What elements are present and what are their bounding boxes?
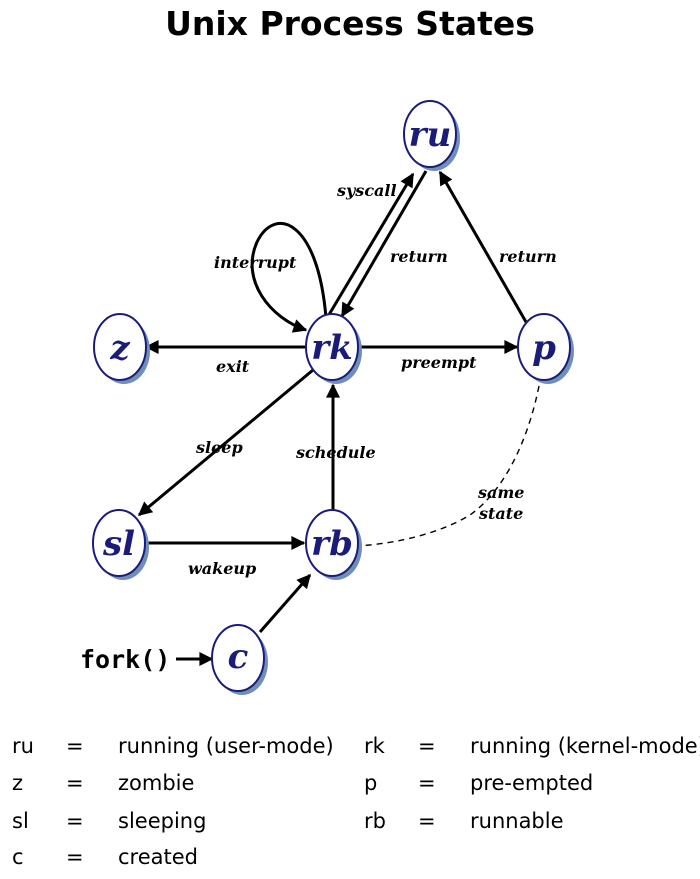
legend-eq-p: =: [418, 771, 436, 795]
edge-return-p: [438, 170, 528, 323]
label-return-p: return: [499, 247, 557, 266]
label-exit: exit: [216, 357, 250, 376]
node-label-c: c: [228, 637, 249, 677]
legend-abbr-rb: rb: [364, 809, 386, 833]
label-state: state: [478, 504, 523, 523]
edge-syscall: [325, 172, 415, 319]
edges: [137, 170, 540, 666]
label-fork: fork(): [80, 645, 170, 674]
legend-eq-sl: =: [66, 809, 84, 833]
node-rk: rk: [305, 313, 362, 384]
legend-abbr-z: z: [12, 771, 24, 795]
legend-desc-sl: sleeping: [118, 809, 207, 833]
node-label-p: p: [532, 328, 556, 368]
node-label-rb: rb: [311, 524, 353, 564]
legend-eq-z: =: [66, 771, 84, 795]
legend-desc-z: zombie: [118, 771, 195, 795]
legend-abbr-ru: ru: [12, 734, 34, 758]
node-label-rk: rk: [311, 328, 352, 368]
legend-eq-rk: =: [418, 734, 436, 758]
page-title: Unix Process States: [165, 4, 535, 43]
edge-create: [258, 573, 312, 633]
legend-abbr-c: c: [12, 845, 24, 869]
label-same: same: [477, 483, 524, 502]
label-schedule: schedule: [295, 443, 376, 462]
node-p: p: [517, 313, 574, 384]
legend-abbr-p: p: [364, 771, 378, 795]
legend-desc-p: pre-empted: [470, 771, 594, 795]
node-ru: ru: [403, 100, 460, 171]
edge-sleep: [137, 368, 314, 517]
node-c: c: [211, 624, 268, 695]
legend-desc-c: created: [118, 845, 198, 869]
edge-interrupt: [250, 222, 328, 333]
node-label-z: z: [109, 328, 130, 368]
legend-abbr-rk: rk: [364, 734, 385, 758]
edge-same-state: [357, 385, 540, 547]
label-wakeup: wakeup: [188, 559, 256, 578]
edge-return-rk: [340, 170, 428, 318]
legend-desc-ru: running (user-mode): [118, 734, 334, 758]
legend-desc-rk: running (kernel-mode): [470, 734, 700, 758]
legend-eq-ru: =: [66, 734, 84, 758]
label-interrupt: interrupt: [214, 253, 297, 272]
node-label-sl: sl: [102, 524, 135, 564]
label-preempt: preempt: [401, 353, 477, 372]
legend-eq-rb: =: [418, 809, 436, 833]
node-rb: rb: [305, 509, 362, 580]
node-z: z: [93, 313, 150, 384]
node-label-ru: ru: [409, 115, 452, 155]
legend-desc-rb: runnable: [470, 809, 564, 833]
edge-labels: syscall return return interrupt exit pre…: [80, 181, 557, 674]
legend-eq-c: =: [66, 845, 84, 869]
legend-abbr-sl: sl: [12, 809, 29, 833]
label-return-rk: return: [390, 247, 448, 266]
node-sl: sl: [92, 509, 149, 580]
label-sleep: sleep: [195, 438, 243, 457]
label-syscall: syscall: [336, 181, 397, 200]
